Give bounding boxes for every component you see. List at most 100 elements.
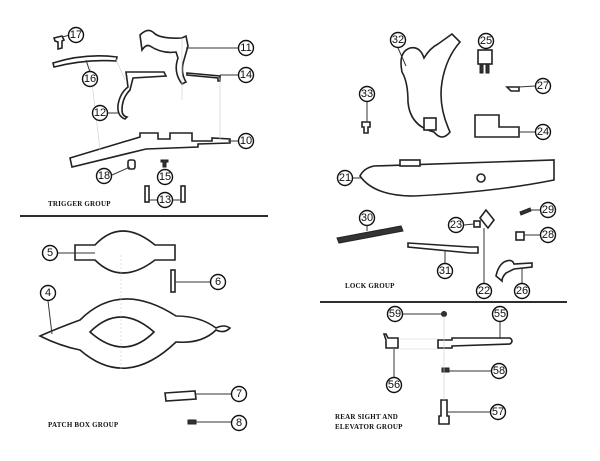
trigger-group-drawing [52,29,238,203]
callout-33: 33 [358,85,376,103]
svg-text:22: 22 [478,285,490,297]
svg-text:6: 6 [215,276,221,288]
svg-text:32: 32 [392,34,404,46]
callout-17: 17 [67,26,85,44]
svg-text:15: 15 [159,171,171,183]
callout-25: 25 [477,32,495,50]
callout-23: 23 [447,216,465,234]
screw-57 [438,399,450,425]
part-23 [473,220,481,228]
screws-25 [479,63,490,74]
trigger-group-title: TRIGGER GROUP [48,200,111,208]
svg-text:7: 7 [236,388,242,400]
fly-26 [495,259,533,283]
sear-spring-24 [474,114,520,138]
svg-text:59: 59 [389,308,401,320]
spring-29 [519,207,532,216]
pin-13a [144,185,150,203]
bridle-25 [477,49,493,65]
callout-31: 31 [436,262,454,280]
svg-text:28: 28 [542,229,554,241]
callout-30: 30 [358,209,376,227]
trigger-plate-10 [69,132,231,168]
svg-text:12: 12 [94,107,106,119]
block-28 [515,231,525,241]
sear-11 [139,29,189,86]
svg-text:16: 16 [84,73,96,85]
screw-15 [160,159,169,168]
callout-15: 15 [156,168,174,186]
svg-text:18: 18 [98,170,110,182]
lid-5 [74,230,176,274]
callout-14: 14 [237,66,255,84]
svg-text:8: 8 [236,417,242,429]
callout-13: 13 [156,191,174,209]
callout-58: 58 [490,362,508,380]
mainspring-30 [336,225,404,244]
callout-6: 6 [209,273,227,291]
callout-28: 28 [539,226,557,244]
callout-12: 12 [91,104,109,122]
callout-24: 24 [534,123,552,141]
callout-5: 5 [41,244,59,262]
base-56 [382,333,399,349]
svg-text:11: 11 [240,42,251,54]
callout-7: 7 [230,385,248,403]
svg-text:55: 55 [494,308,506,320]
svg-text:21: 21 [339,172,351,184]
callout-4: 4 [39,284,57,302]
svg-text:4: 4 [45,287,51,299]
callout-8: 8 [230,414,248,432]
hammer-32 [400,32,462,138]
svg-text:31: 31 [439,265,451,277]
callout-29: 29 [539,201,557,219]
spring-16 [52,55,118,68]
rear-sight-group-drawing [382,311,513,425]
elevator-55 [437,337,513,349]
trigger-12 [117,71,168,120]
callout-55: 55 [491,305,509,323]
callout-27: 27 [534,77,552,95]
frame-opening [88,316,156,348]
rear-sight-group-title-line2: ELEVATOR GROUP [335,423,403,431]
svg-text:23: 23 [450,219,462,231]
callout-22: 22 [475,282,493,300]
svg-text:10: 10 [240,135,252,147]
rear-sight-group-title-line1: REAR SIGHT AND [335,413,398,421]
screw-8 [187,419,197,425]
sear-22 [478,208,496,230]
svg-text:5: 5 [47,247,53,259]
patch-box-group-drawing [38,230,232,425]
rod-31 [407,242,479,254]
callout-21: 21 [336,169,354,187]
svg-text:26: 26 [516,285,528,297]
callout-11: 11 [237,39,255,57]
screw-33 [361,121,371,134]
plate-bolster [399,159,421,167]
svg-text:25: 25 [480,35,492,47]
callout-18: 18 [95,167,113,185]
lock-group-title: LOCK GROUP [345,282,395,290]
tumbler-square [423,117,437,131]
svg-text:14: 14 [240,69,252,81]
callout-59: 59 [386,305,404,323]
svg-text:29: 29 [542,204,554,216]
svg-text:17: 17 [70,29,82,41]
svg-text:58: 58 [493,365,505,377]
callout-32: 32 [389,31,407,49]
pin-6 [170,269,176,293]
catch-7 [164,390,197,402]
svg-text:30: 30 [361,212,373,224]
callout-57: 57 [489,403,507,421]
spring-14 [186,72,221,82]
nut-59 [441,311,447,317]
patch-box-group-title: PATCH BOX GROUP [48,421,119,429]
callout-26: 26 [513,282,531,300]
svg-text:24: 24 [537,126,549,138]
svg-text:57: 57 [492,406,504,418]
pin-13b [180,185,186,203]
callout-56: 56 [385,376,403,394]
svg-text:56: 56 [388,379,400,391]
spring-58 [441,367,450,373]
